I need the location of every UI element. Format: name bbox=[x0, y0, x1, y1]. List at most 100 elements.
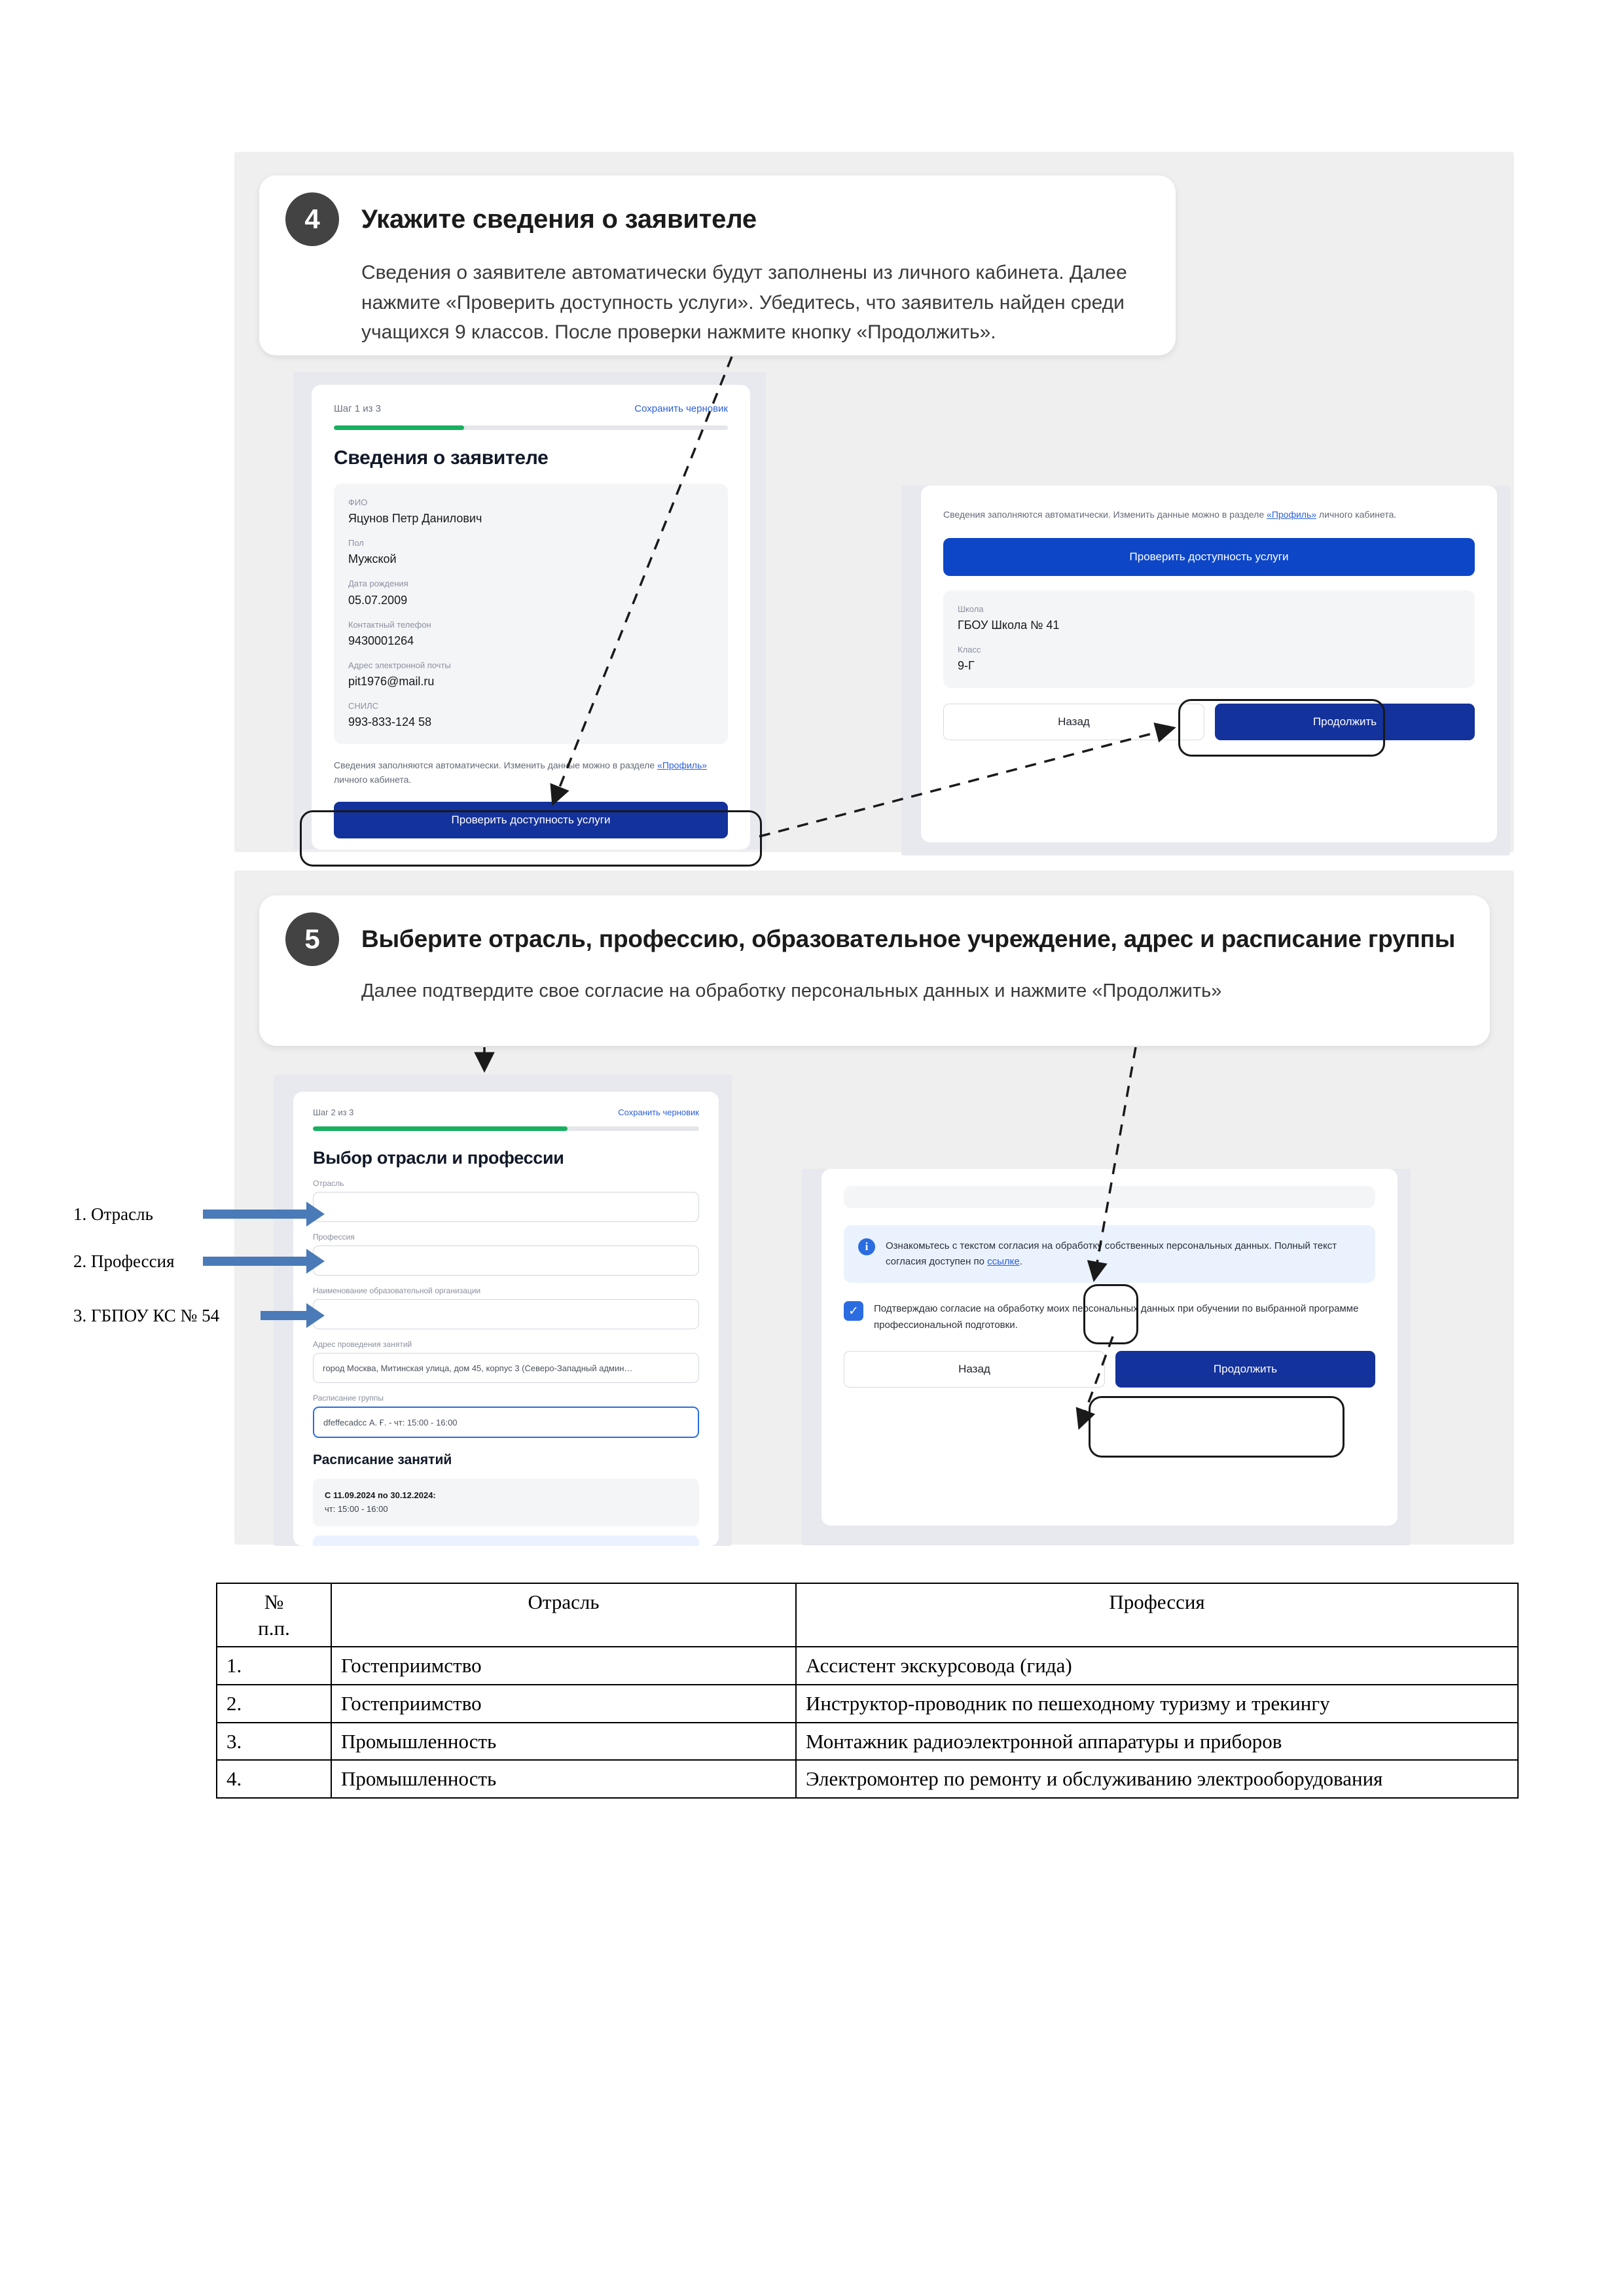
group-schedule-input[interactable]: dfeffecadcc А. Ғ. - чт: 15:00 - 16:00 bbox=[313, 1407, 699, 1438]
step-4-title: Укажите сведения о заявителе bbox=[361, 204, 757, 234]
highlight-ring-continue-button-2 bbox=[1089, 1396, 1344, 1458]
save-draft-link[interactable]: Сохранить черновик bbox=[634, 403, 728, 414]
step-4-right-screenshot: Сведения заполняются автоматически. Изме… bbox=[921, 486, 1497, 842]
field-label: Школа bbox=[958, 603, 984, 614]
profile-link-2[interactable]: «Профиль» bbox=[1267, 509, 1317, 520]
cell-profession: Инструктор-проводник по пешеходному тури… bbox=[795, 1684, 1519, 1723]
screen-title-2: Выбор отрасли и профессии bbox=[313, 1148, 564, 1168]
consent-checkbox[interactable]: ✓ bbox=[844, 1301, 863, 1321]
highlight-ring-check-button bbox=[300, 810, 762, 867]
consent-hint-box: i Ознакомьтесь с текстом согласия на обр… bbox=[844, 1225, 1375, 1283]
hint-text: Ознакомьтесь с текстом согласия на обраб… bbox=[886, 1240, 1337, 1267]
field-snils: СНИЛС 993-833-124 58 bbox=[348, 700, 713, 731]
autofill-note-2: Сведения заполняются автоматически. Изме… bbox=[943, 508, 1475, 522]
field-label: Дата рождения bbox=[348, 579, 408, 589]
cell-branch: Гостеприимство bbox=[331, 1646, 797, 1686]
profile-link[interactable]: «Профиль» bbox=[657, 760, 708, 771]
organization-input[interactable] bbox=[313, 1299, 699, 1329]
field-phone: Контактный телефон 9430001264 bbox=[348, 619, 713, 650]
hint-text-tail: . bbox=[1019, 1256, 1022, 1267]
step-4-subtitle: Сведения о заявителе автоматически будут… bbox=[361, 262, 1127, 344]
cell-num: 4. bbox=[216, 1759, 332, 1799]
field-label: ФИО bbox=[348, 497, 368, 507]
note-text: Сведения заполняются автоматически. Изме… bbox=[334, 760, 658, 771]
field-label: СНИЛС bbox=[348, 700, 379, 711]
table-header-row: № п.п. Отрасль Профессия bbox=[216, 1582, 1519, 1648]
cell-branch: Промышленность bbox=[331, 1721, 797, 1761]
step-5-header-card: 5 Выберите отрасль, профессию, образоват… bbox=[259, 895, 1490, 1046]
step-5-header-row: 5 Выберите отрасль, профессию, образоват… bbox=[259, 895, 1490, 966]
step-4-header-card: 4 Укажите сведения о заявителе Сведения … bbox=[259, 175, 1176, 355]
field-value: 993-833-124 58 bbox=[348, 715, 432, 729]
input-branch: Отрасль bbox=[313, 1179, 699, 1222]
table-row: 3. Промышленность Монтажник радиоэлектро… bbox=[216, 1721, 1519, 1761]
schedule-section-title: Расписание занятий bbox=[313, 1452, 452, 1467]
field-label: Адрес электронной почты bbox=[348, 660, 451, 670]
continue-button-2[interactable]: Продолжить bbox=[1115, 1350, 1375, 1388]
annotation-label-branch: 1. Отрасль bbox=[73, 1204, 153, 1224]
header-num-line1: № bbox=[264, 1590, 284, 1613]
field-value: pit1976@mail.ru bbox=[348, 674, 435, 688]
field-value: Мужской bbox=[348, 552, 397, 566]
input-label: Наименование образовательной организации bbox=[313, 1286, 481, 1295]
highlight-ring-continue-button bbox=[1178, 699, 1385, 757]
field-value: Яцунов Петр Данилович bbox=[348, 512, 482, 526]
input-address: Адрес проведения занятий город Москва, М… bbox=[313, 1340, 699, 1383]
field-school: Школа ГБОУ Школа № 41 bbox=[958, 603, 1460, 634]
cell-profession: Ассистент экскурсовода (гида) bbox=[795, 1646, 1519, 1686]
progress-bar bbox=[334, 425, 728, 430]
field-fio: ФИО Яцунов Петр Данилович bbox=[348, 497, 713, 528]
consent-checkbox-row[interactable]: ✓ Подтверждаю согласие на обработку моих… bbox=[844, 1301, 1375, 1334]
cell-num: 1. bbox=[216, 1646, 332, 1686]
schedule-period: С 11.09.2024 по 30.12.2024: bbox=[325, 1490, 436, 1500]
field-value: 05.07.2009 bbox=[348, 593, 408, 607]
consent-hint-text: Ознакомьтесь с текстом согласия на обраб… bbox=[886, 1238, 1361, 1270]
consent-link[interactable]: ссылке bbox=[987, 1256, 1020, 1267]
field-label: Класс bbox=[958, 644, 981, 655]
cell-branch: Гостеприимство bbox=[331, 1684, 797, 1723]
note-text-tail: личного кабинета. bbox=[1316, 509, 1397, 520]
step-5-subtitle: Далее подтвердите свое согласие на обраб… bbox=[361, 980, 1222, 1001]
table-header-branch: Отрасль bbox=[331, 1582, 797, 1648]
table-row: 4. Промышленность Электромонтер по ремон… bbox=[216, 1759, 1519, 1799]
check-availability-button[interactable]: Проверить доступность услуги bbox=[334, 801, 728, 838]
header-num-line2: п.п. bbox=[258, 1616, 290, 1640]
field-email: Адрес электронной почты pit1976@mail.ru bbox=[348, 660, 713, 691]
input-profession: Профессия bbox=[313, 1232, 699, 1276]
annotation-arrow-organization bbox=[261, 1311, 308, 1320]
cell-branch: Промышленность bbox=[331, 1759, 797, 1799]
info-icon: i bbox=[858, 1238, 875, 1255]
cell-profession: Электромонтер по ремонту и обслуживанию … bbox=[795, 1759, 1519, 1799]
annotation-label-profession: 2. Профессия bbox=[73, 1251, 175, 1271]
field-label: Контактный телефон bbox=[348, 619, 431, 630]
continue-button[interactable]: Продолжить bbox=[1215, 704, 1475, 741]
highlight-ring-checkbox bbox=[1083, 1284, 1138, 1344]
input-group-schedule: Расписание группы dfeffecadcc А. Ғ. - чт… bbox=[313, 1393, 699, 1438]
profession-input[interactable] bbox=[313, 1246, 699, 1276]
top-placeholder-strip bbox=[844, 1186, 1375, 1208]
field-gender: Пол Мужской bbox=[348, 537, 713, 568]
note-text-tail: личного кабинета. bbox=[334, 774, 412, 785]
branch-input[interactable] bbox=[313, 1192, 699, 1222]
schedule-extra-panel bbox=[313, 1535, 699, 1546]
check-availability-button-2[interactable]: Проверить доступность услуги bbox=[943, 537, 1475, 576]
cell-profession: Монтажник радиоэлектронной аппаратуры и … bbox=[795, 1721, 1519, 1761]
table-row: 2. Гостеприимство Инструктор-проводник п… bbox=[216, 1684, 1519, 1723]
save-draft-link-2[interactable]: Сохранить черновик bbox=[618, 1107, 699, 1117]
cell-num: 2. bbox=[216, 1684, 332, 1723]
annotation-arrow-branch bbox=[203, 1210, 308, 1219]
table-row: 1. Гостеприимство Ассистент экскурсовода… bbox=[216, 1646, 1519, 1686]
note-text: Сведения заполняются автоматически. Изме… bbox=[943, 509, 1267, 520]
input-label: Отрасль bbox=[313, 1179, 344, 1188]
step-5-right-screenshot: i Ознакомьтесь с текстом согласия на обр… bbox=[821, 1169, 1398, 1526]
back-button[interactable]: Назад bbox=[943, 704, 1204, 741]
step-4-header-row: 4 Укажите сведения о заявителе bbox=[259, 175, 1176, 246]
step-4-number-badge: 4 bbox=[285, 192, 339, 246]
annotation-label-organization: 3. ГБПОУ КС № 54 bbox=[73, 1306, 220, 1325]
screen-title: Сведения о заявителе bbox=[334, 447, 549, 469]
back-button-2[interactable]: Назад bbox=[844, 1350, 1105, 1388]
table-header-num: № п.п. bbox=[216, 1582, 332, 1648]
schedule-panel: С 11.09.2024 по 30.12.2024: чт: 15:00 - … bbox=[313, 1479, 699, 1526]
address-input[interactable]: город Москва, Митинская улица, дом 45, к… bbox=[313, 1353, 699, 1383]
